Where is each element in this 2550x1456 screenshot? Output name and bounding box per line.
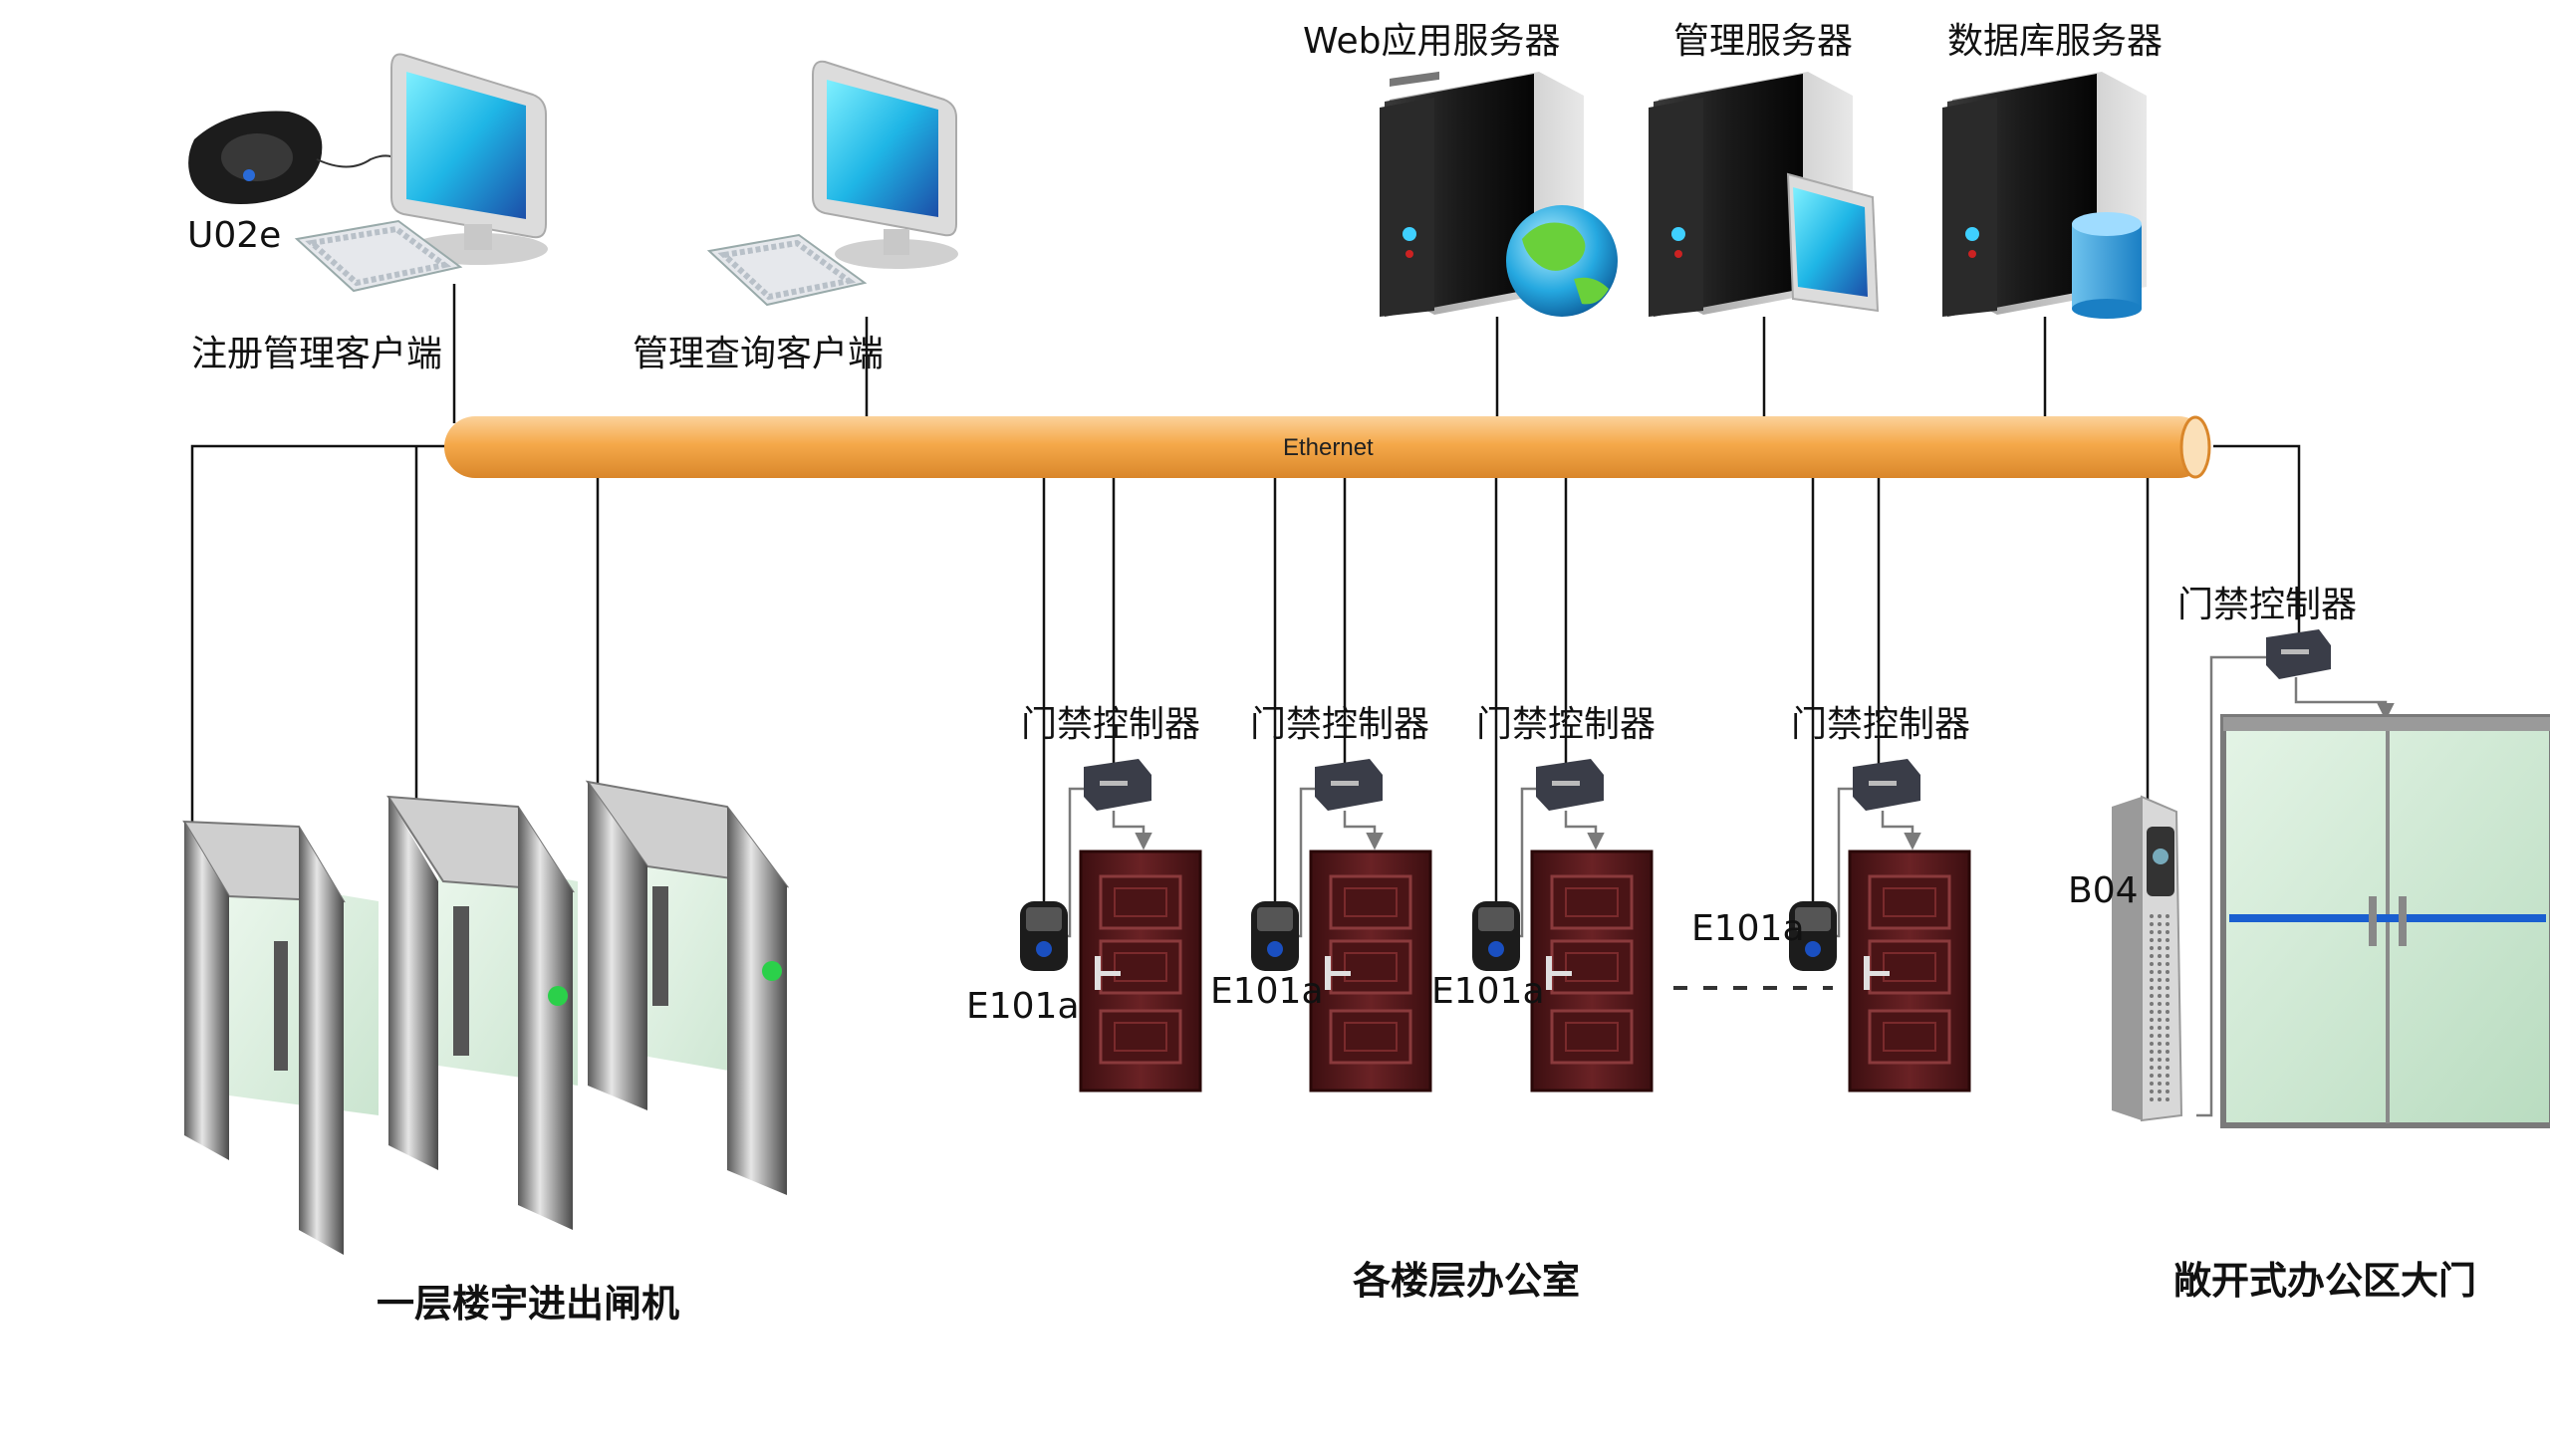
ethernet-backbone: [444, 415, 2211, 479]
web-server-label: Web应用服务器: [1303, 21, 1561, 62]
monitor-icon: [812, 60, 958, 269]
registration-reader-model-label: U02e: [187, 215, 282, 256]
office-1-reader-label: E101a: [966, 986, 1080, 1027]
office-4-controller-label: 门禁控制器: [1791, 704, 1971, 745]
office-door-icon: [1848, 849, 1971, 1092]
office-door-icon: [1079, 849, 1202, 1092]
offices-section-title: 各楼层办公室: [1353, 1259, 1581, 1303]
monitor-icon: [390, 53, 548, 265]
office-1-controller-label: 门禁控制器: [1021, 704, 1201, 745]
registration-client-label: 注册管理客户端: [191, 334, 443, 374]
door-controller-icon: [1084, 759, 1151, 811]
monitor-icon: [1786, 172, 1880, 313]
office-door-units: [1020, 759, 1971, 1092]
turnstile-gates: [182, 780, 790, 1255]
office-door-unit-1: [1020, 759, 1202, 1092]
office-3-controller-label: 门禁控制器: [1476, 704, 1657, 745]
door-controller-icon: [2266, 629, 2331, 679]
office-door-icon: [1309, 849, 1432, 1092]
main-door-section-title: 敞开式办公区大门: [2173, 1259, 2477, 1303]
lobby-section-title: 一层楼宇进出闸机: [377, 1282, 680, 1326]
card-reader-icon: [1472, 901, 1520, 971]
office-2-controller-label: 门禁控制器: [1250, 704, 1430, 745]
query-client-station: [706, 60, 958, 307]
database-server-label: 数据库服务器: [1947, 21, 2164, 62]
connection-lines: [190, 284, 2301, 901]
office-door-unit-3: [1472, 759, 1654, 1092]
pillar-reader-icon: [2112, 795, 2183, 1122]
web-server-icon: [1380, 71, 1618, 317]
database-server-icon: [1942, 72, 2147, 319]
keyboard-icon: [294, 219, 463, 293]
office-door-icon: [1530, 849, 1654, 1092]
office-door-unit-2: [1251, 759, 1432, 1092]
main-door-reader-label: B04: [2068, 870, 2139, 911]
registration-client-station: [188, 53, 548, 293]
globe-icon: [1506, 205, 1618, 317]
card-reader-icon: [1251, 901, 1299, 971]
query-client-label: 管理查询客户端: [633, 334, 885, 374]
card-reader-icon: [188, 111, 407, 204]
management-server-icon: [1649, 72, 1880, 317]
main-door-unit: [2112, 629, 2550, 1128]
ethernet-label: Ethernet: [1283, 434, 1374, 461]
office-2-reader-label: E101a: [1210, 971, 1324, 1012]
database-icon: [2072, 212, 2142, 319]
door-controller-icon: [1853, 759, 1920, 811]
management-server-label: 管理服务器: [1673, 21, 1854, 62]
card-reader-icon: [1020, 901, 1068, 971]
door-controller-icon: [1315, 759, 1383, 811]
keyboard-icon: [706, 233, 868, 307]
door-controller-icon: [1536, 759, 1604, 811]
office-4-reader-label: E101a: [1691, 908, 1805, 949]
office-door-unit-4: [1789, 759, 1971, 1092]
main-door-controller-label: 门禁控制器: [2177, 585, 2358, 625]
card-reader-icon: [1789, 901, 1837, 971]
office-3-reader-label: E101a: [1431, 971, 1545, 1012]
